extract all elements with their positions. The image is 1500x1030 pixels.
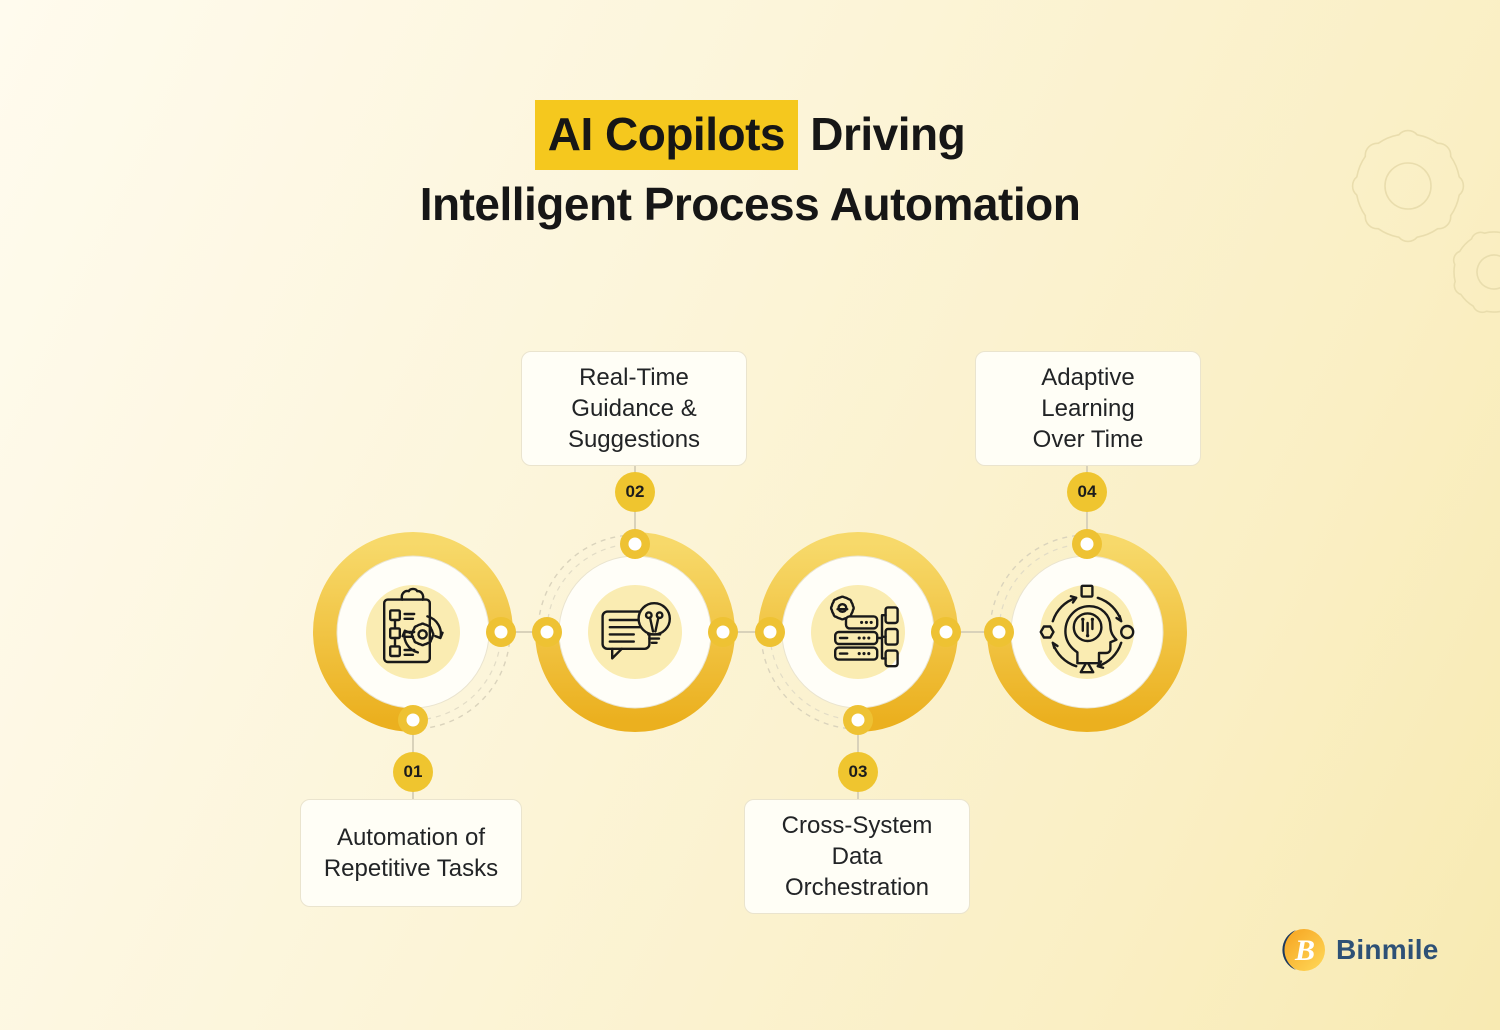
large-gear-icon [1351, 129, 1465, 243]
step-label-card-2: Real-Time Guidance & Suggestions [521, 351, 747, 466]
connector-dots [755, 617, 961, 735]
svg-text:B: B [1294, 934, 1315, 967]
connector-dots [984, 529, 1102, 647]
connector-dots [398, 617, 516, 735]
ring-arc [535, 532, 735, 732]
small-gear-icon [1452, 230, 1500, 314]
binmile-logo: B Binmile [1281, 927, 1439, 973]
title-line2: Intelligent Process Automation [419, 178, 1081, 230]
step-label-card-3: Cross-System Data Orchestration [744, 799, 970, 914]
dashed-arc-inner [412, 631, 502, 721]
step-number-badge-3: 03 [838, 752, 878, 792]
title-highlight: AI Copilots [534, 100, 798, 170]
connector-dots [532, 529, 738, 647]
page-title: AI Copilots Driving Intelligent Process … [0, 100, 1500, 239]
dashed-arc-outer [537, 534, 636, 633]
dashed-arc-outer [989, 534, 1088, 633]
clipboard-gear-icon [383, 587, 444, 664]
small-gear-hole [1476, 254, 1500, 290]
ring-arc [758, 532, 958, 732]
title-line1: AI Copilots Driving [0, 100, 1500, 170]
step-number-badge-1: 01 [393, 752, 433, 792]
dashed-arc-inner [546, 543, 636, 633]
step-number-badge-2: 02 [615, 472, 655, 512]
gear-decoration [1351, 129, 1500, 314]
gear-server-flow-icon [829, 595, 899, 668]
title-line1-rest: Driving [798, 108, 966, 160]
dashed-arc-outer [412, 631, 511, 730]
dashed-arc-inner [998, 543, 1088, 633]
dashed-arc-outer [760, 631, 859, 730]
step-number-badge-4: 04 [1067, 472, 1107, 512]
binmile-logo-text: Binmile [1336, 934, 1439, 965]
ring-arc [313, 532, 513, 732]
head-cycle-icon [1039, 584, 1135, 674]
step-label-card-4: Adaptive Learning Over Time [975, 351, 1201, 466]
large-gear-hole [1384, 162, 1432, 210]
ring-arc [987, 532, 1187, 732]
step-label-card-1: Automation of Repetitive Tasks [300, 799, 522, 907]
dashed-arc-inner [769, 631, 859, 721]
chat-lightbulb-icon [601, 602, 671, 660]
binmile-logo-mark: B [1282, 929, 1325, 971]
